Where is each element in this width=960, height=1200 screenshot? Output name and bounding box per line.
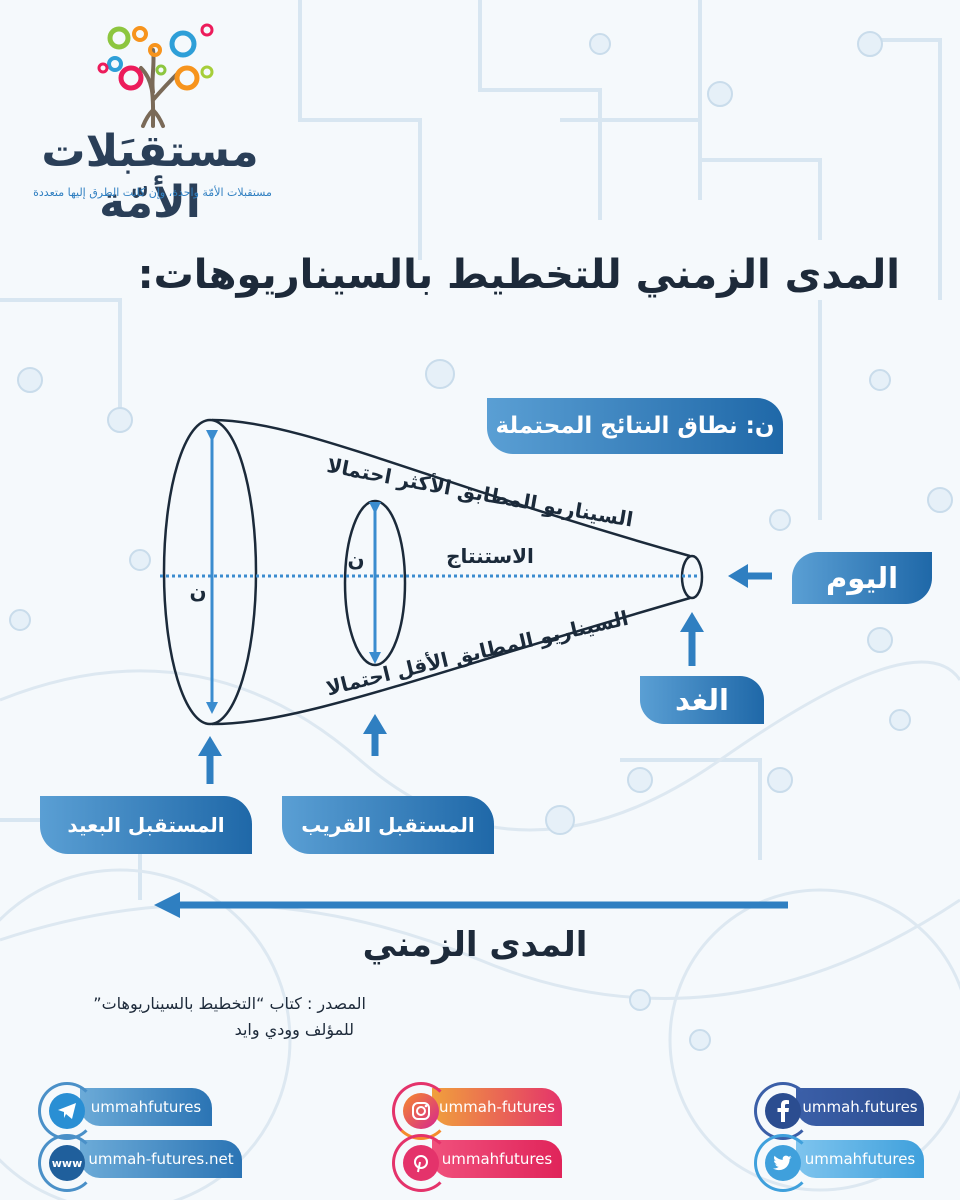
instagram-icon bbox=[403, 1093, 439, 1129]
source-line-2: للمؤلف وودي وايد bbox=[234, 1020, 354, 1039]
website-url: ummah-futures.net bbox=[88, 1150, 234, 1168]
twitter-ring bbox=[754, 1134, 812, 1192]
near-arrow-head bbox=[363, 714, 387, 734]
extrapolation-label: الاستنتاج bbox=[446, 544, 534, 568]
far-future-badge: المستقبل البعيد bbox=[40, 796, 252, 854]
funnel-bottom-edge bbox=[211, 596, 691, 726]
facebook-handle: ummah.futures bbox=[802, 1098, 918, 1116]
website-link[interactable]: ummah-futures.net bbox=[80, 1140, 242, 1178]
least-likely-label: السيناريو المطابق الأقل احتمالا bbox=[324, 606, 631, 700]
today-badge: اليوم bbox=[792, 552, 932, 604]
telegram-handle: ummahfutures bbox=[90, 1098, 202, 1116]
most-likely-label: السيناريو المطابق الأكثر احتمالا bbox=[325, 453, 635, 532]
timeline-label: المدى الزمني bbox=[362, 925, 588, 965]
twitter-link[interactable]: ummahfutures bbox=[796, 1140, 924, 1178]
facebook-link[interactable]: ummah.futures bbox=[796, 1088, 924, 1126]
pinterest-ring bbox=[392, 1134, 450, 1192]
pinterest-icon bbox=[403, 1145, 439, 1181]
near-n-label: ن bbox=[347, 547, 364, 571]
timeline-arrow-head bbox=[154, 892, 180, 918]
pinterest-handle: ummahfutures bbox=[441, 1150, 553, 1168]
tomorrow-badge: الغد bbox=[640, 676, 764, 724]
logo-tree bbox=[97, 23, 214, 128]
far-arrow-head bbox=[198, 736, 222, 756]
page-title: المدى الزمني للتخطيط بالسيناريوهات: bbox=[137, 252, 900, 298]
instagram-link[interactable]: ummah-futures bbox=[432, 1088, 562, 1126]
facebook-ring bbox=[754, 1082, 812, 1140]
instagram-handle: ummah-futures bbox=[439, 1098, 555, 1116]
logo-tagline: مستقبلات الأمّة واحدة، وإن كانت الطرق إل… bbox=[33, 186, 272, 199]
instagram-ring bbox=[392, 1082, 450, 1140]
telegram-link[interactable]: ummahfutures bbox=[80, 1088, 212, 1126]
near-future-badge: المستقبل القريب bbox=[282, 796, 494, 854]
near-future-ellipse bbox=[343, 499, 407, 667]
funnel-top-edge bbox=[211, 418, 691, 558]
website-ring: www bbox=[38, 1134, 96, 1192]
far-future-ellipse bbox=[162, 418, 258, 726]
source-line-1: المصدر : كتاب “التخطيط بالسيناريوهات” bbox=[93, 994, 366, 1013]
twitter-icon bbox=[765, 1145, 801, 1181]
legend-badge: ن: نطاق النتائج المحتملة bbox=[487, 398, 783, 454]
facebook-icon bbox=[765, 1093, 801, 1129]
telegram-icon bbox=[49, 1093, 85, 1129]
logo-title: مستقبَلات الأمّة bbox=[41, 126, 259, 228]
far-n-label: ن bbox=[189, 579, 206, 603]
twitter-handle: ummahfutures bbox=[804, 1150, 916, 1168]
today-arrow-head bbox=[728, 564, 748, 588]
telegram-ring bbox=[38, 1082, 96, 1140]
pinterest-link[interactable]: ummahfutures bbox=[432, 1140, 562, 1178]
globe-icon: www bbox=[49, 1145, 85, 1181]
tomorrow-arrow-head bbox=[680, 612, 704, 632]
